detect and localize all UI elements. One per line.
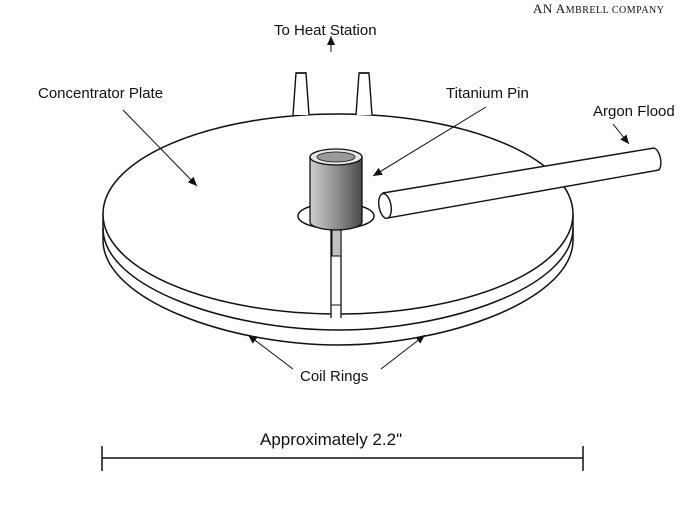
label-argon-flood: Argon Flood bbox=[593, 103, 675, 120]
heat-station-tube-left bbox=[292, 72, 310, 116]
arrow-concentrator-plate bbox=[122, 109, 198, 187]
brand-name: MBRELL bbox=[565, 5, 609, 16]
label-heat-station: To Heat Station bbox=[274, 22, 377, 39]
titanium-pin bbox=[309, 156, 363, 231]
heat-station-tube-right bbox=[355, 72, 373, 116]
label-dimension: Approximately 2.2" bbox=[260, 430, 403, 449]
arrow-argon-flood bbox=[612, 123, 630, 145]
label-coil-rings: Coil Rings bbox=[300, 368, 369, 385]
coil-ring-middle bbox=[102, 227, 574, 331]
plate-slot bbox=[331, 228, 341, 320]
brand-prefix: AN A bbox=[533, 1, 566, 16]
brand-suffix: COMPANY bbox=[608, 5, 665, 16]
coil-ring-lower bbox=[102, 239, 574, 346]
label-titanium-pin: Titanium Pin bbox=[446, 85, 529, 102]
arrow-titanium-pin bbox=[372, 106, 487, 177]
argon-flood-tube bbox=[382, 147, 662, 219]
company-brand: AN AMBRELL COMPANY bbox=[533, 2, 664, 16]
arrow-coil-ring-right bbox=[380, 334, 426, 370]
label-concentrator-plate: Concentrator Plate bbox=[38, 85, 164, 102]
arrow-coil-ring-left bbox=[247, 334, 294, 370]
